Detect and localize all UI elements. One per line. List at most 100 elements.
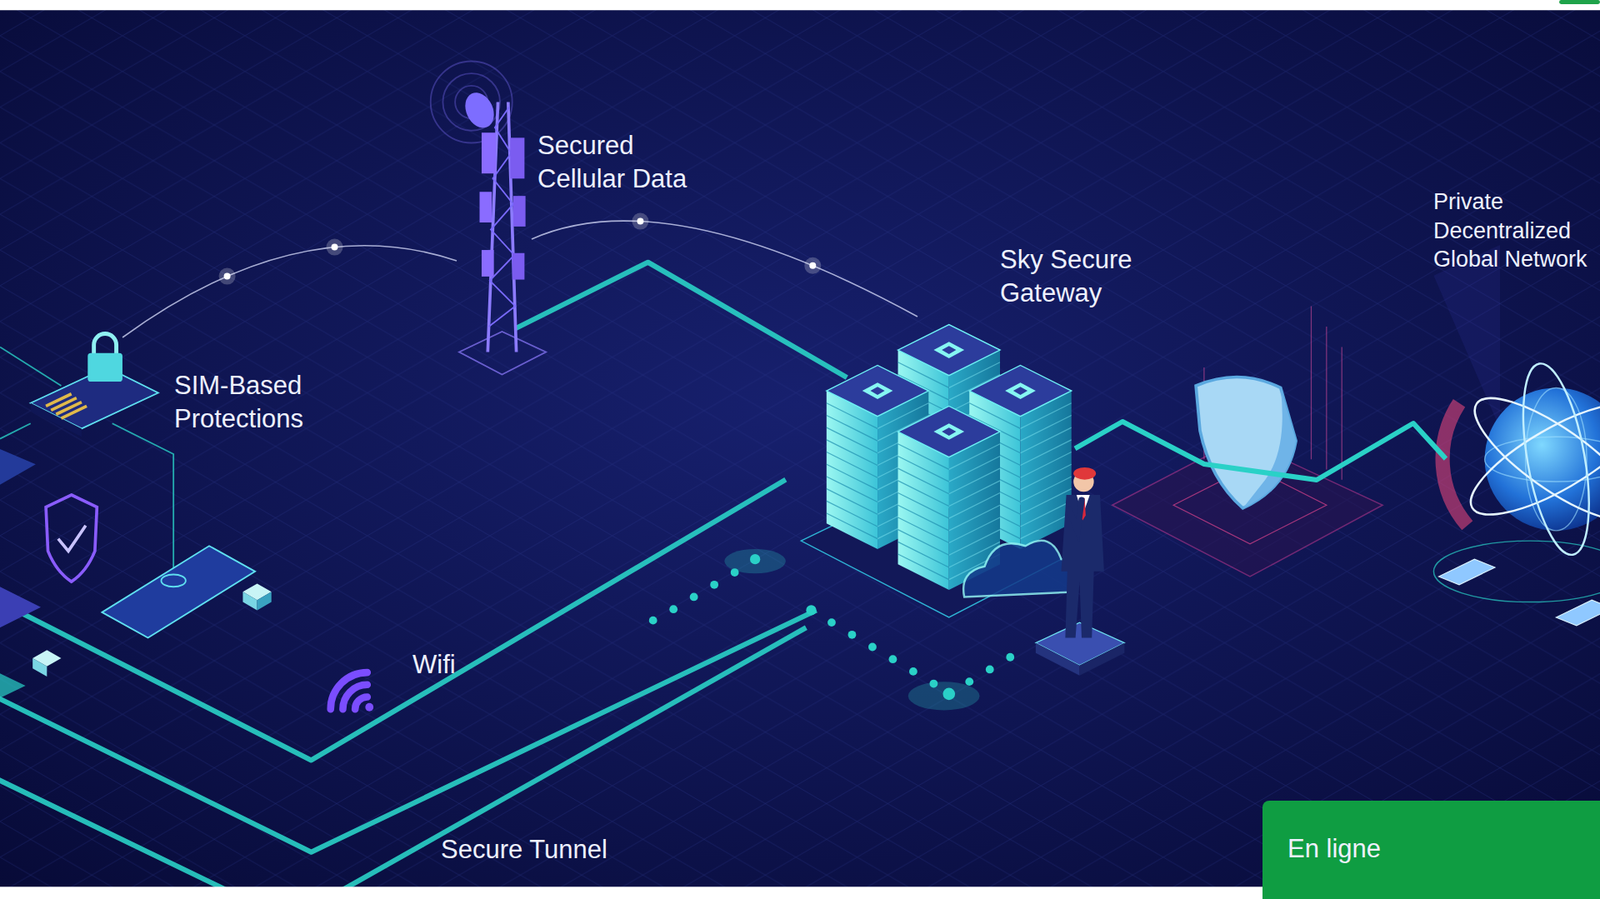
server-stack bbox=[898, 405, 1000, 590]
businessman bbox=[1073, 467, 1096, 480]
cell-tower bbox=[430, 60, 546, 375]
cloud-icon bbox=[963, 540, 1078, 598]
businessman bbox=[1069, 500, 1082, 531]
global-network-node: Private Decentralized Global Network bbox=[1445, 358, 1600, 638]
globe-icon bbox=[1510, 359, 1600, 560]
dot-trail bbox=[965, 677, 974, 686]
left-devices bbox=[32, 658, 47, 677]
left-devices bbox=[0, 449, 36, 485]
sim-card bbox=[30, 333, 159, 437]
cell-tower bbox=[460, 88, 500, 133]
wifi-icon bbox=[330, 672, 368, 710]
sim-card bbox=[94, 333, 117, 355]
dot-trail bbox=[690, 593, 699, 602]
node-label: Private Decentralized Global Network bbox=[1433, 187, 1592, 275]
left-devices bbox=[242, 591, 257, 610]
cloud-icon bbox=[963, 540, 1078, 598]
circuit-line bbox=[0, 775, 245, 899]
left-devices bbox=[101, 545, 255, 638]
left-devices bbox=[0, 586, 41, 628]
dot-trail bbox=[724, 549, 785, 574]
circuit-connector bbox=[1075, 421, 1446, 480]
globe-icon bbox=[1433, 540, 1600, 602]
cell-tower bbox=[459, 331, 546, 375]
globe-icon bbox=[1525, 387, 1587, 530]
cell-tower-node: Secured Cellular Data bbox=[456, 50, 532, 360]
left-devices bbox=[160, 575, 185, 588]
node-label: Secured Cellular Data bbox=[537, 129, 705, 195]
sim-card bbox=[45, 394, 87, 419]
cell-tower bbox=[481, 132, 496, 174]
circuit-line bbox=[326, 627, 807, 899]
dot-trail bbox=[827, 618, 836, 627]
dot-trail bbox=[908, 681, 980, 710]
cell-tower bbox=[480, 191, 493, 223]
tunnel-label: Secure Tunnel bbox=[440, 833, 658, 867]
circuit-line bbox=[0, 480, 786, 761]
cell-tower bbox=[430, 60, 513, 143]
globe-icon bbox=[1439, 559, 1495, 585]
businessman bbox=[1080, 643, 1125, 676]
sim-card bbox=[87, 353, 123, 382]
wifi-icon bbox=[342, 685, 367, 710]
node-label: Sky Secure Gateway bbox=[1000, 243, 1146, 310]
cell-tower bbox=[510, 137, 525, 179]
node-label: En ligne bbox=[1287, 832, 1571, 866]
circuit-line bbox=[0, 262, 847, 899]
dot-trail bbox=[805, 605, 816, 615]
star-dot bbox=[331, 244, 339, 251]
left-devices bbox=[257, 591, 272, 610]
dot-trail bbox=[985, 665, 995, 675]
shield-icon bbox=[1112, 305, 1383, 577]
star-glow bbox=[804, 257, 821, 275]
dot-trail bbox=[649, 616, 658, 625]
data-arc bbox=[531, 220, 918, 317]
wifi-icon bbox=[365, 703, 374, 712]
dot-trail bbox=[669, 605, 678, 614]
corner-tab bbox=[1559, 0, 1600, 5]
left-devices bbox=[0, 449, 272, 699]
dot-trail bbox=[710, 580, 719, 590]
star-glow bbox=[219, 268, 236, 285]
thin-wire bbox=[0, 346, 61, 386]
businessman bbox=[1035, 467, 1125, 676]
circuit-line bbox=[515, 262, 847, 378]
globe-icon bbox=[1555, 600, 1600, 626]
node-label: SIM-Based Protections bbox=[174, 369, 316, 435]
businessman bbox=[1060, 495, 1104, 638]
wifi-label: Wifi bbox=[412, 648, 513, 682]
globe-icon bbox=[1459, 378, 1600, 540]
shield-icon bbox=[1242, 387, 1296, 509]
star-dot bbox=[636, 218, 644, 225]
star-glow bbox=[326, 239, 344, 256]
left-devices bbox=[45, 495, 97, 582]
star-dot bbox=[809, 262, 816, 270]
cell-tower bbox=[513, 195, 526, 227]
star-glow bbox=[631, 213, 649, 230]
gateway-node: Sky Secure Gateway bbox=[825, 316, 1075, 592]
circuit-line bbox=[0, 610, 817, 852]
dot-trail bbox=[909, 667, 918, 676]
server-stack bbox=[800, 324, 1097, 618]
thin-wire bbox=[0, 346, 174, 580]
left-devices bbox=[0, 673, 26, 698]
dot-trail bbox=[889, 655, 898, 664]
data-arc bbox=[122, 245, 457, 338]
globe-icon bbox=[1456, 384, 1600, 535]
cell-tower bbox=[430, 60, 513, 143]
dot-trail bbox=[848, 630, 857, 640]
dot-trail bbox=[1005, 653, 1015, 662]
thin-wire bbox=[0, 423, 31, 439]
cell-tower bbox=[512, 253, 525, 280]
star-dot bbox=[224, 273, 231, 280]
wifi-icon bbox=[330, 672, 374, 712]
sim-node: SIM-Based Protections bbox=[30, 337, 160, 430]
chat-button: En ligne bbox=[1262, 800, 1600, 899]
thin-wire bbox=[112, 423, 174, 580]
globe-icon bbox=[1442, 403, 1468, 526]
